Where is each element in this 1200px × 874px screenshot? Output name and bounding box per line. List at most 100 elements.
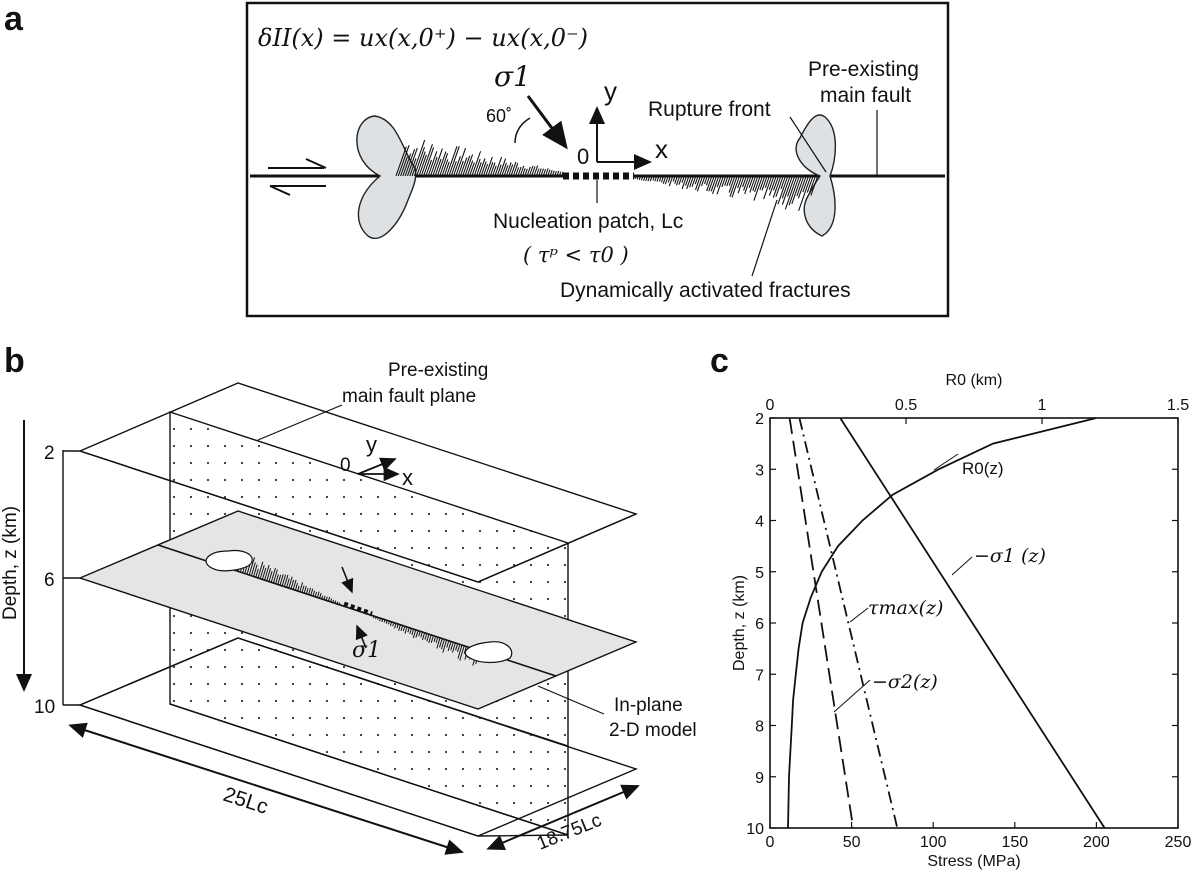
fracture-mark [325, 596, 328, 601]
fracture-mark [510, 161, 517, 177]
fracture-mark [726, 175, 731, 187]
fracture-mark [729, 175, 738, 197]
fracture-mark [435, 636, 439, 644]
fracture-mark [710, 175, 718, 192]
x2-tick-label: 1.5 [1167, 397, 1189, 414]
fracture-mark [310, 588, 314, 596]
panel-a: a δII(x) = ux(x,0⁺) − ux(x,0⁻) σ1 60˚ y … [4, 0, 950, 318]
fracture-mark [728, 175, 736, 193]
fracture-mark [411, 139, 426, 177]
y-tick-label: 2 [755, 411, 764, 428]
sigma1-2d-label: σ1 [352, 638, 381, 663]
fracture-mark [473, 158, 481, 177]
x2-tick-label: 0.5 [895, 397, 917, 414]
fracture-mark [742, 175, 747, 188]
y-tick-label: 9 [755, 770, 764, 787]
fracture-mark [261, 567, 267, 580]
fracture-mark [681, 175, 688, 190]
fracture-mark [806, 175, 814, 193]
x-tick-label: 100 [920, 834, 947, 851]
axis-x-label: x [655, 134, 668, 164]
fracture-mark [501, 162, 507, 177]
fracture-mark [515, 167, 520, 177]
fracture-mark [407, 627, 410, 633]
fracture-mark [316, 591, 320, 598]
fracture-mark [482, 163, 489, 177]
fracture-mark [336, 601, 339, 605]
shear-arrow-bottom-icon [269, 185, 326, 196]
fracture-mark [759, 175, 766, 190]
panel-b-letter: b [4, 342, 25, 380]
fracture-mark [521, 168, 526, 177]
x-tick-label: 50 [843, 834, 861, 851]
left-damage-lobe [356, 115, 417, 239]
fracture-mark [411, 628, 415, 636]
fracture-mark [696, 175, 704, 192]
fracture-mark [413, 147, 426, 177]
fracture-mark [672, 175, 676, 182]
fracture-mark [394, 623, 397, 629]
fracture-mark [764, 175, 770, 188]
panel-a-frame [245, 1, 950, 318]
fracture-mark [303, 585, 307, 594]
activated-fractures-label: Dynamically activated fractures [560, 279, 851, 302]
x-tick-label: 150 [1001, 834, 1028, 851]
fracture-mark [294, 582, 299, 591]
rupture-front-label: Rupture front [648, 98, 771, 121]
fracture-mark [255, 568, 259, 578]
fracture-mark [786, 175, 796, 197]
fracture-mark [689, 175, 695, 188]
shear-arrow-top-icon [268, 158, 327, 169]
fracture-mark [420, 631, 423, 638]
fracture-mark [400, 625, 404, 631]
fracture-mark [327, 596, 331, 602]
fracture-mark [250, 562, 256, 576]
preexisting-label-2: main fault [820, 84, 911, 107]
fracture-mark [658, 175, 662, 182]
fracture-mark [459, 645, 465, 661]
fracture-mark [452, 642, 456, 653]
fracture-mark [457, 644, 461, 653]
fracture-mark [724, 175, 729, 186]
fracture-mark [731, 175, 741, 198]
fracture-mark [319, 592, 322, 599]
fracture-mark [424, 633, 428, 640]
fracture-mark [299, 582, 304, 592]
fracture-mark [772, 175, 782, 198]
plot-area [769, 417, 1179, 829]
fault-plane-label-2: main fault plane [342, 386, 476, 407]
fracture-mark [455, 147, 467, 177]
fracture-mark [643, 175, 646, 181]
fracture-mark [668, 175, 674, 187]
fracture-mark [754, 175, 761, 193]
fracture-mark [418, 154, 427, 177]
dimension-y-arrow-icon [486, 784, 640, 850]
fracture-mark [496, 164, 502, 177]
fracture-mark [678, 175, 683, 185]
fracture-mark [517, 166, 522, 177]
fault-plane-label-1: Pre-existing [388, 360, 488, 381]
depth-tick-2: 2 [44, 443, 55, 464]
fracture-mark [810, 175, 819, 196]
fracture-mark [436, 637, 441, 649]
y-tick-label: 7 [755, 667, 764, 684]
fracture-mark [312, 590, 316, 597]
fracture-mark [743, 175, 750, 191]
fracture-mark [716, 175, 722, 188]
fracture-mark [508, 164, 514, 177]
sigma1-label: σ1 [494, 60, 531, 93]
plot-series [787, 417, 1106, 829]
fracture-mark [268, 571, 273, 582]
fracture-mark [462, 155, 471, 177]
angle-label: 60˚ [486, 106, 512, 126]
x2-tick-label: 0 [766, 397, 775, 414]
fracture-mark [332, 599, 335, 603]
fracture-mark [737, 175, 745, 194]
sigma2-curve-label: −σ2(z) [872, 671, 938, 693]
y-axis-3d-icon [357, 457, 397, 475]
fracture-mark [809, 175, 816, 193]
fracture-mark [434, 158, 442, 177]
fracture-mark [711, 175, 720, 195]
